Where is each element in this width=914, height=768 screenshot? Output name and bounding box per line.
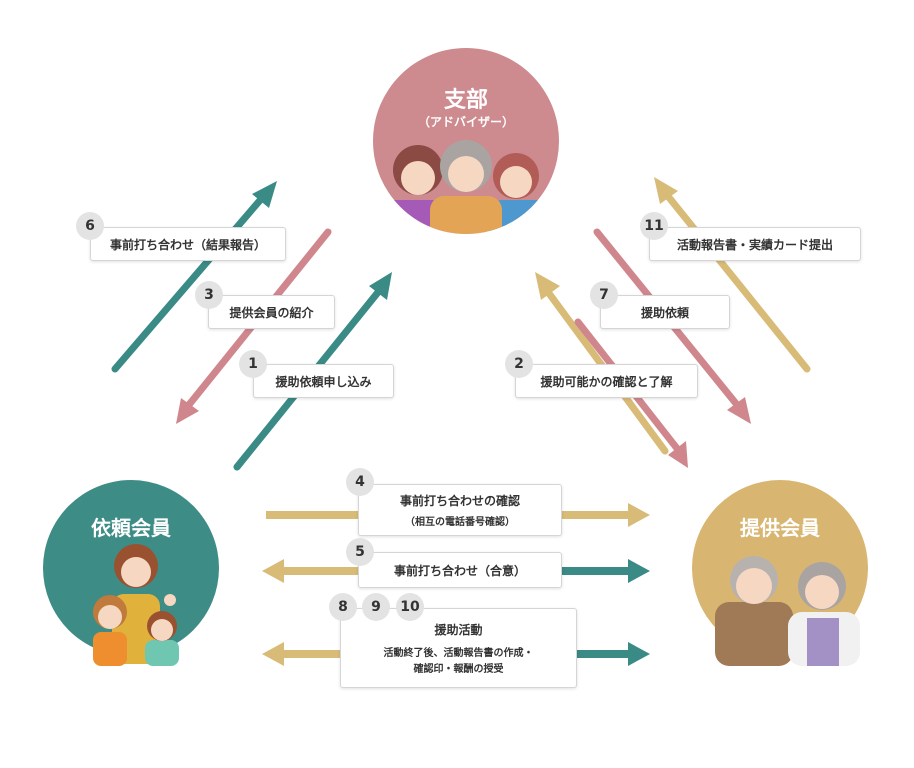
step-10-badge: 10 xyxy=(396,593,424,621)
provider-seniors-illustration xyxy=(715,556,860,666)
branch-title: 支部 xyxy=(443,88,488,113)
step-6-label: 事前打ち合わせ（結果報告） xyxy=(90,227,286,261)
step-5-badge: 5 xyxy=(346,538,374,566)
step-3-badge: 3 xyxy=(195,281,223,309)
branch-advisors-illustration xyxy=(378,140,552,234)
step-1-label: 援助依頼申し込み xyxy=(253,364,394,398)
step-8-badge: 8 xyxy=(329,593,357,621)
step-2-label: 援助可能かの確認と了解 xyxy=(515,364,698,398)
provider-node xyxy=(692,480,868,666)
provider-title: 提供会員 xyxy=(740,516,820,540)
requester-family-illustration xyxy=(93,544,179,666)
step-4-label: 事前打ち合わせの確認 xyxy=(399,494,520,508)
step-8-10-description: 活動終了後、活動報告書の作成・ 確認印・報酬の授受 xyxy=(384,646,534,678)
step-11-label: 活動報告書・実績カード提出 xyxy=(649,227,861,261)
branch-subtitle: （アドバイザー） xyxy=(417,115,514,129)
step-4-badge: 4 xyxy=(346,468,374,496)
requester-title: 依頼会員 xyxy=(91,516,171,540)
step-9-badge: 9 xyxy=(362,593,390,621)
arrow-s11 xyxy=(654,177,811,373)
arrow-s6 xyxy=(111,181,277,373)
branch-node xyxy=(373,48,559,234)
step-4-sublabel: （相互の電話番号確認） xyxy=(405,517,515,528)
step-8-10-label: 援助活動 xyxy=(434,623,483,637)
step-6-badge: 6 xyxy=(76,212,104,240)
step-1-badge: 1 xyxy=(239,350,267,378)
step-8-10-desc-line2: 確認印・報酬の授受 xyxy=(413,664,504,675)
step-2-badge: 2 xyxy=(505,350,533,378)
step-7-label: 援助依頼 xyxy=(600,295,730,329)
step-5-label: 事前打ち合わせ（合意） xyxy=(358,552,562,588)
step-4-box: 事前打ち合わせの確認 （相互の電話番号確認） xyxy=(358,484,562,536)
step-7-badge: 7 xyxy=(590,281,618,309)
requester-node xyxy=(43,480,219,666)
step-3-label: 提供会員の紹介 xyxy=(208,295,335,329)
step-8-10-box: 援助活動 活動終了後、活動報告書の作成・ 確認印・報酬の授受 xyxy=(340,608,577,688)
step-8-10-desc-line1: 活動終了後、活動報告書の作成・ xyxy=(383,648,534,659)
step-11-badge: 11 xyxy=(640,212,668,240)
